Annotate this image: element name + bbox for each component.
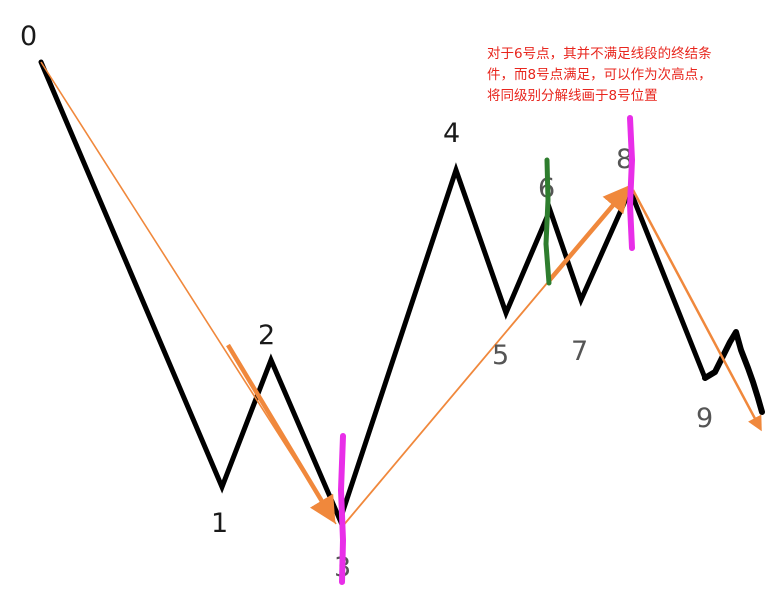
annotation-line-1: 对于6号点，其并不满足线段的终结条: [487, 46, 712, 62]
point-label-7: 7: [571, 336, 588, 367]
segment-arrow-3-to-8-bold: [546, 184, 631, 284]
zigzag-path: [38, 59, 708, 528]
segment-end-marker-point-8: [626, 115, 636, 251]
point-label-0: 0: [20, 21, 37, 52]
segment-end-marker-point-3: [337, 433, 347, 585]
segment-arrow-0-to-3-bold: [226, 343, 336, 524]
continuation-stroke: [702, 329, 765, 415]
annotation-text: 对于6号点，其并不满足线段的终结条 件，而8号点满足，可以作为次高点， 将同级别…: [487, 44, 749, 107]
point-label-5: 5: [492, 340, 509, 371]
point-label-4: 4: [443, 118, 460, 149]
annotation-line-2: 件，而8号点满足，可以作为次高点，: [487, 67, 712, 83]
annotation-line-3: 将同级别分解线画于8号位置: [487, 88, 658, 104]
point-label-2: 2: [258, 320, 275, 351]
segment-arrow-3-to-8: [341, 281, 549, 528]
segment-arrow-8-down: [631, 189, 762, 432]
rejected-marker-point-6: [543, 157, 552, 286]
point-label-1: 1: [211, 508, 228, 539]
point-label-9: 9: [696, 403, 713, 434]
